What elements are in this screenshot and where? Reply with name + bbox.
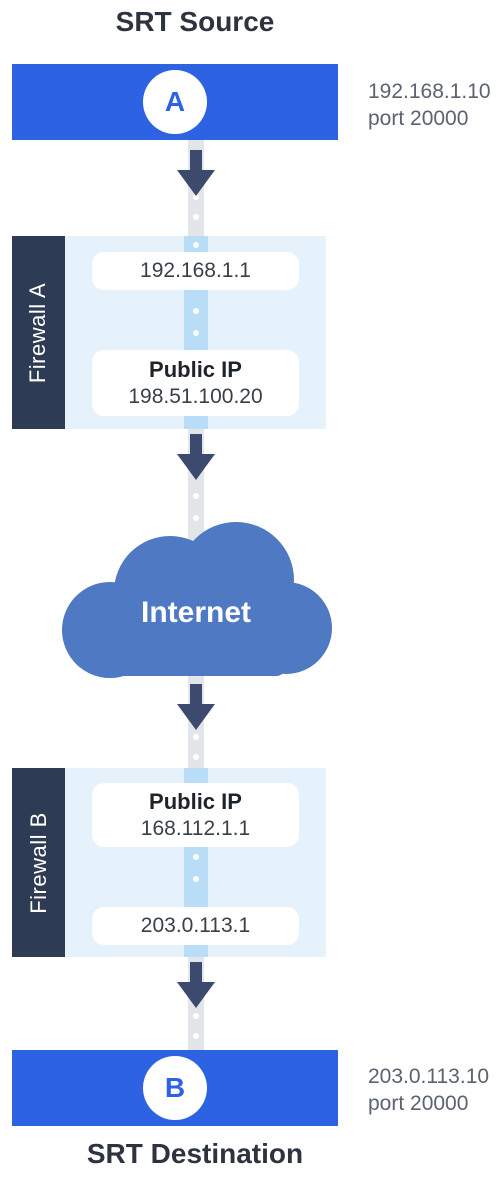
- destination-port: port 20000: [368, 1092, 469, 1115]
- destination-title: SRT Destination: [86, 1138, 304, 1169]
- firewall-b-label: Firewall B: [25, 811, 51, 914]
- firewall-a-public-ip-box: Public IP 198.51.100.20: [92, 350, 299, 416]
- source-port: port 20000: [368, 107, 469, 130]
- down-arrow-icon: [177, 150, 215, 196]
- destination-ip: 203.0.113.10: [368, 1065, 490, 1088]
- firewall-a-public-label: Public IP: [149, 357, 242, 382]
- pipe-dot: [193, 734, 199, 740]
- down-arrow-icon: [177, 684, 215, 730]
- internet-label: Internet: [140, 596, 251, 629]
- source-ip: 192.168.1.10: [368, 80, 491, 103]
- firewall-b-public-label: Public IP: [149, 789, 242, 814]
- source-address: 192.168.1.10 port 20000: [368, 78, 491, 132]
- pipe-dot: [193, 493, 199, 499]
- firewall-a-tab: Firewall A: [12, 236, 65, 429]
- source-title: SRT Source: [115, 6, 275, 37]
- source-node-bar: A: [12, 64, 338, 140]
- pipe-dot: [193, 214, 199, 220]
- down-arrow-icon: [177, 962, 215, 1008]
- firewall-b-inner-ip: 203.0.113.1: [140, 914, 251, 937]
- pipe-dot: [193, 308, 199, 314]
- destination-address: 203.0.113.10 port 20000: [368, 1063, 489, 1117]
- source-node-circle: A: [143, 70, 207, 134]
- firewall-a-label: Firewall A: [25, 282, 51, 383]
- destination-node-circle: B: [143, 1056, 207, 1120]
- pipe-dot: [193, 242, 199, 248]
- pipe-dot: [193, 515, 199, 521]
- pipe-dot: [193, 854, 199, 860]
- firewall-a-public-ip: 198.51.100.20: [128, 385, 263, 408]
- firewall-b-public-ip-box: Public IP 168.112.1.1: [92, 783, 299, 847]
- destination-node-label: B: [164, 1072, 186, 1103]
- cloud-icon: [62, 522, 332, 678]
- down-arrow-icon: [177, 434, 215, 480]
- firewall-b-inner-ip-box: 203.0.113.1: [92, 907, 299, 945]
- source-node-label: A: [164, 86, 186, 117]
- firewall-a-inner-ip-box: 192.168.1.1: [92, 252, 299, 290]
- destination-node-bar: B: [12, 1050, 338, 1126]
- firewall-b-tab: Firewall B: [12, 768, 65, 957]
- pipe-dot: [193, 754, 199, 760]
- pipe-dot: [193, 330, 199, 336]
- pipe-dot: [193, 876, 199, 882]
- firewall-b-public-ip: 168.112.1.1: [140, 817, 251, 840]
- pipe-dot: [193, 1013, 199, 1019]
- firewall-a-inner-ip: 192.168.1.1: [140, 259, 251, 282]
- pipe-dot: [193, 194, 199, 200]
- pipe-dot: [193, 1033, 199, 1039]
